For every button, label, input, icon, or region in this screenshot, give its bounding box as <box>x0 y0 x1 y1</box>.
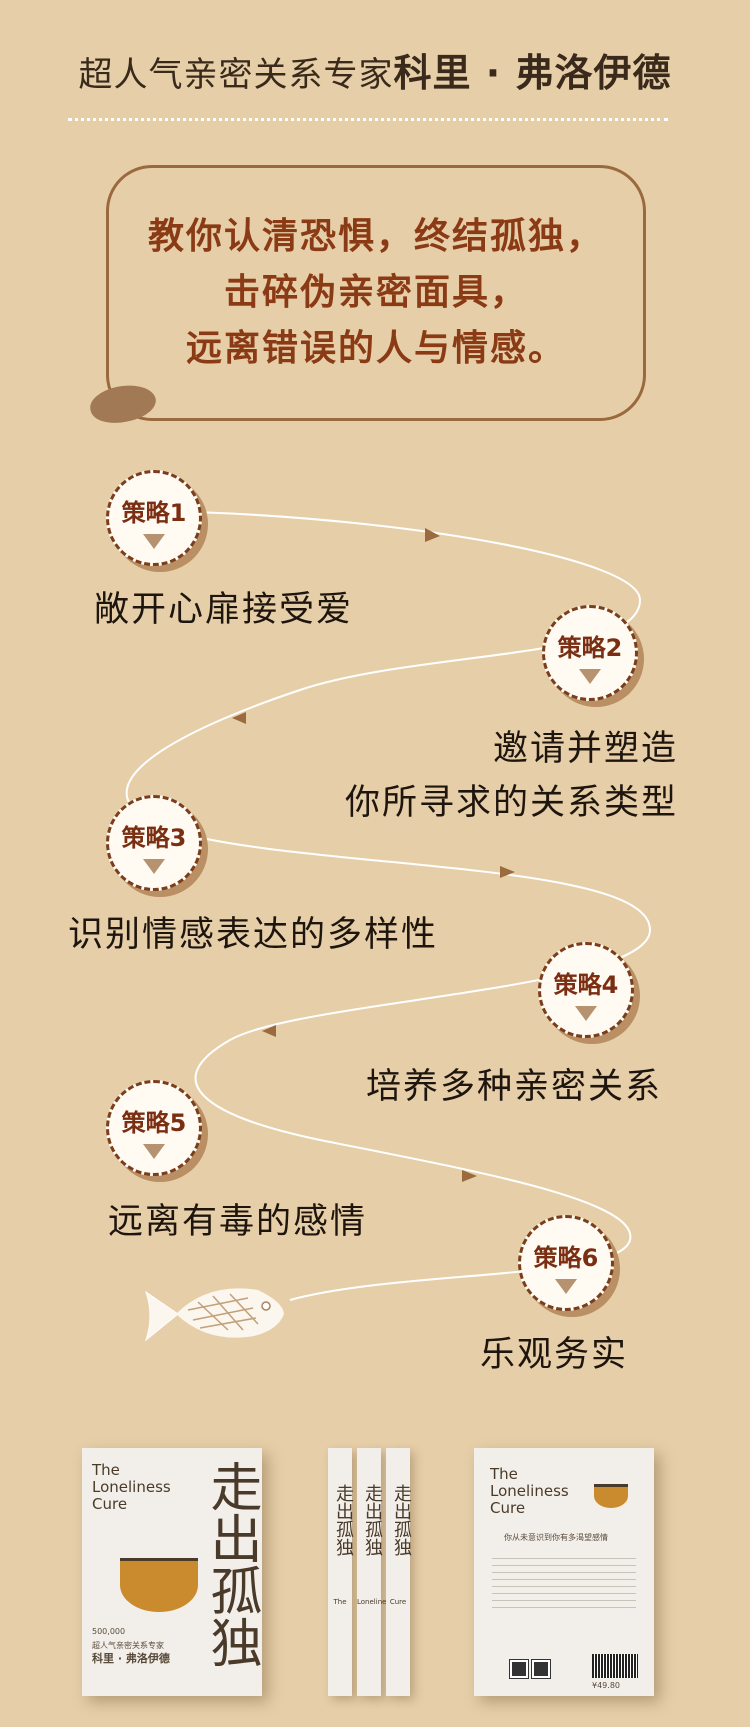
bubble-line-2: 击碎伪亲密面具， <box>223 272 528 313</box>
strategy-text-3: 识别情感表达的多样性 <box>68 908 438 962</box>
bubble-line-3: 远离错误的人与情感。 <box>185 328 566 369</box>
goldfish-bowl-icon <box>594 1484 628 1508</box>
barcode-icon <box>592 1654 638 1678</box>
triangle-icon <box>143 534 165 549</box>
strategy-badge-1: 策略1 <box>106 470 202 566</box>
book-title-cn: 走出孤独 <box>201 1460 261 1668</box>
strategy-text-line: 邀请并塑造 <box>492 729 678 769</box>
strategy-text-line: 你所寻求的关系类型 <box>344 783 678 823</box>
strategy-badge-label: 策略1 <box>121 499 187 527</box>
arrow-marker <box>262 1025 276 1037</box>
goldfish-bowl-icon <box>120 1558 198 1612</box>
strategy-badge-6: 策略6 <box>518 1215 614 1311</box>
strategy-badge-label: 策略2 <box>557 634 623 662</box>
qr-code-icon <box>509 1659 529 1679</box>
title-en-line: The <box>92 1461 120 1479</box>
triangle-icon <box>555 1279 577 1294</box>
spine-title-en: Cure <box>389 1598 407 1606</box>
strategy-text-line: 识别情感表达的多样性 <box>68 915 439 955</box>
arrow-marker <box>425 528 440 542</box>
arrow-marker <box>232 712 246 724</box>
header-prefix: 超人气亲密关系专家 <box>78 55 394 95</box>
title-en-line: Cure <box>490 1499 526 1517</box>
back-text-lines <box>492 1552 636 1612</box>
triangle-icon <box>143 859 165 874</box>
title-en-line: Cure <box>92 1495 128 1513</box>
strategy-badge-label: 策略6 <box>533 1244 599 1272</box>
spine-title-cn: 走出孤独 <box>333 1484 354 1556</box>
book-count: 500,000 <box>92 1627 126 1636</box>
spine-title-cn: 走出孤独 <box>391 1484 412 1556</box>
strategy-text-6: 乐观务实 <box>480 1328 628 1382</box>
strategy-badge-label: 策略5 <box>121 1109 187 1137</box>
book-author-tag: 超人气亲密关系专家 <box>92 1641 164 1650</box>
fish-icon <box>144 1288 284 1342</box>
book-back-cover: The Loneliness Cure 你从未意识到你有多渴望感情 ¥49.80 <box>474 1448 654 1696</box>
strategy-text-line: 敞开心扉接受爱 <box>94 590 354 630</box>
book-author: 科里 · 弗洛伊德 <box>92 1652 170 1665</box>
strategy-text-line: 培养多种亲密关系 <box>365 1067 662 1107</box>
triangle-icon <box>143 1144 165 1159</box>
book-spine-2: 走出孤独 Loneliness <box>357 1448 394 1696</box>
strategy-text-4: 培养多种亲密关系 <box>300 1060 662 1114</box>
book-back-title-en: The Loneliness Cure <box>490 1466 569 1517</box>
strategy-text-line: 远离有毒的感情 <box>108 1202 368 1242</box>
strategy-badge-3: 策略3 <box>106 795 202 891</box>
strategy-badge-label: 策略3 <box>121 824 187 852</box>
arrow-marker <box>462 1170 477 1182</box>
book-front-cover: The Loneliness Cure 走出孤独 500,000 超人气亲密关系… <box>82 1448 262 1696</box>
strategy-badge-4: 策略4 <box>538 942 634 1038</box>
strategy-badge-5: 策略5 <box>106 1080 202 1176</box>
page-header: 超人气亲密关系专家科里 · 弗洛伊德 <box>0 42 750 97</box>
spine-title-en: The <box>333 1598 347 1606</box>
title-en-line: The <box>490 1465 518 1483</box>
strategy-badge-label: 策略4 <box>553 971 619 999</box>
book-price: ¥49.80 <box>592 1681 620 1690</box>
intro-speech-bubble: 教你认清恐惧，终结孤独， 击碎伪亲密面具， 远离错误的人与情感。 <box>106 165 646 421</box>
qr-code-icon <box>531 1659 551 1679</box>
bubble-line-1: 教你认清恐惧，终结孤独， <box>147 216 604 257</box>
book-spine-3: 走出孤独 Cure <box>386 1448 412 1696</box>
triangle-icon <box>579 669 601 684</box>
triangle-icon <box>575 1006 597 1021</box>
strategy-badge-2: 策略2 <box>542 605 638 701</box>
book-title-en: The Loneliness Cure <box>92 1462 171 1513</box>
spine-title-en: Loneliness <box>357 1598 394 1606</box>
book-spine-1: 走出孤独 The <box>328 1448 354 1696</box>
book-back-tagline: 你从未意识到你有多渴望感情 <box>504 1533 608 1542</box>
strategy-text-2: 邀请并塑造 你所寻求的关系类型 <box>300 722 678 830</box>
title-en-line: Loneliness <box>92 1478 171 1496</box>
strategy-text-1: 敞开心扉接受爱 <box>94 583 353 637</box>
header-author-name: 科里 · 弗洛伊德 <box>393 51 672 95</box>
spine-title-cn: 走出孤独 <box>362 1484 383 1556</box>
title-en-line: Loneliness <box>490 1482 569 1500</box>
arrow-marker <box>500 866 515 878</box>
strategy-text-line: 乐观务实 <box>480 1335 629 1375</box>
dotted-divider <box>68 118 668 121</box>
strategy-text-5: 远离有毒的感情 <box>108 1195 367 1249</box>
